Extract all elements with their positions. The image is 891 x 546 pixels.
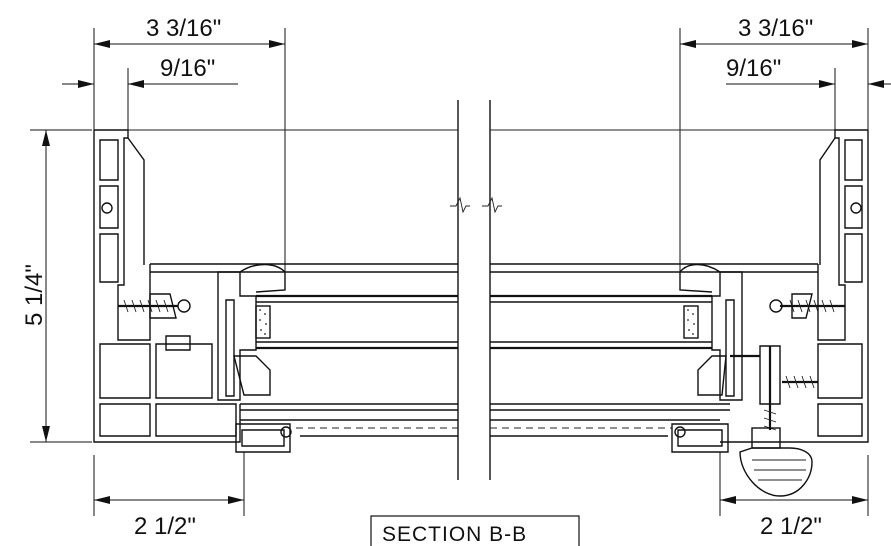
dim-right-sightline: 9/16" — [726, 55, 781, 82]
dim-left-overall: 3 3/16" — [146, 15, 221, 42]
spacer-fill — [259, 309, 695, 335]
dim-right-bottom: 2 1/2" — [760, 513, 822, 540]
dim-right-overall: 3 3/16" — [738, 15, 813, 42]
dimension-lines — [30, 28, 891, 516]
dim-left-sightline: 9/16" — [160, 55, 215, 82]
left-frame-profile — [93, 129, 292, 453]
right-frame-profile — [671, 129, 869, 497]
section-title: SECTION B-B — [370, 515, 580, 546]
dim-left-bottom: 2 1/2" — [134, 513, 196, 540]
horizontal-rails — [94, 129, 868, 437]
break-lines — [450, 100, 502, 480]
section-title-text: SECTION B-B — [382, 523, 527, 546]
dim-height: 5 1/4" — [21, 264, 48, 326]
